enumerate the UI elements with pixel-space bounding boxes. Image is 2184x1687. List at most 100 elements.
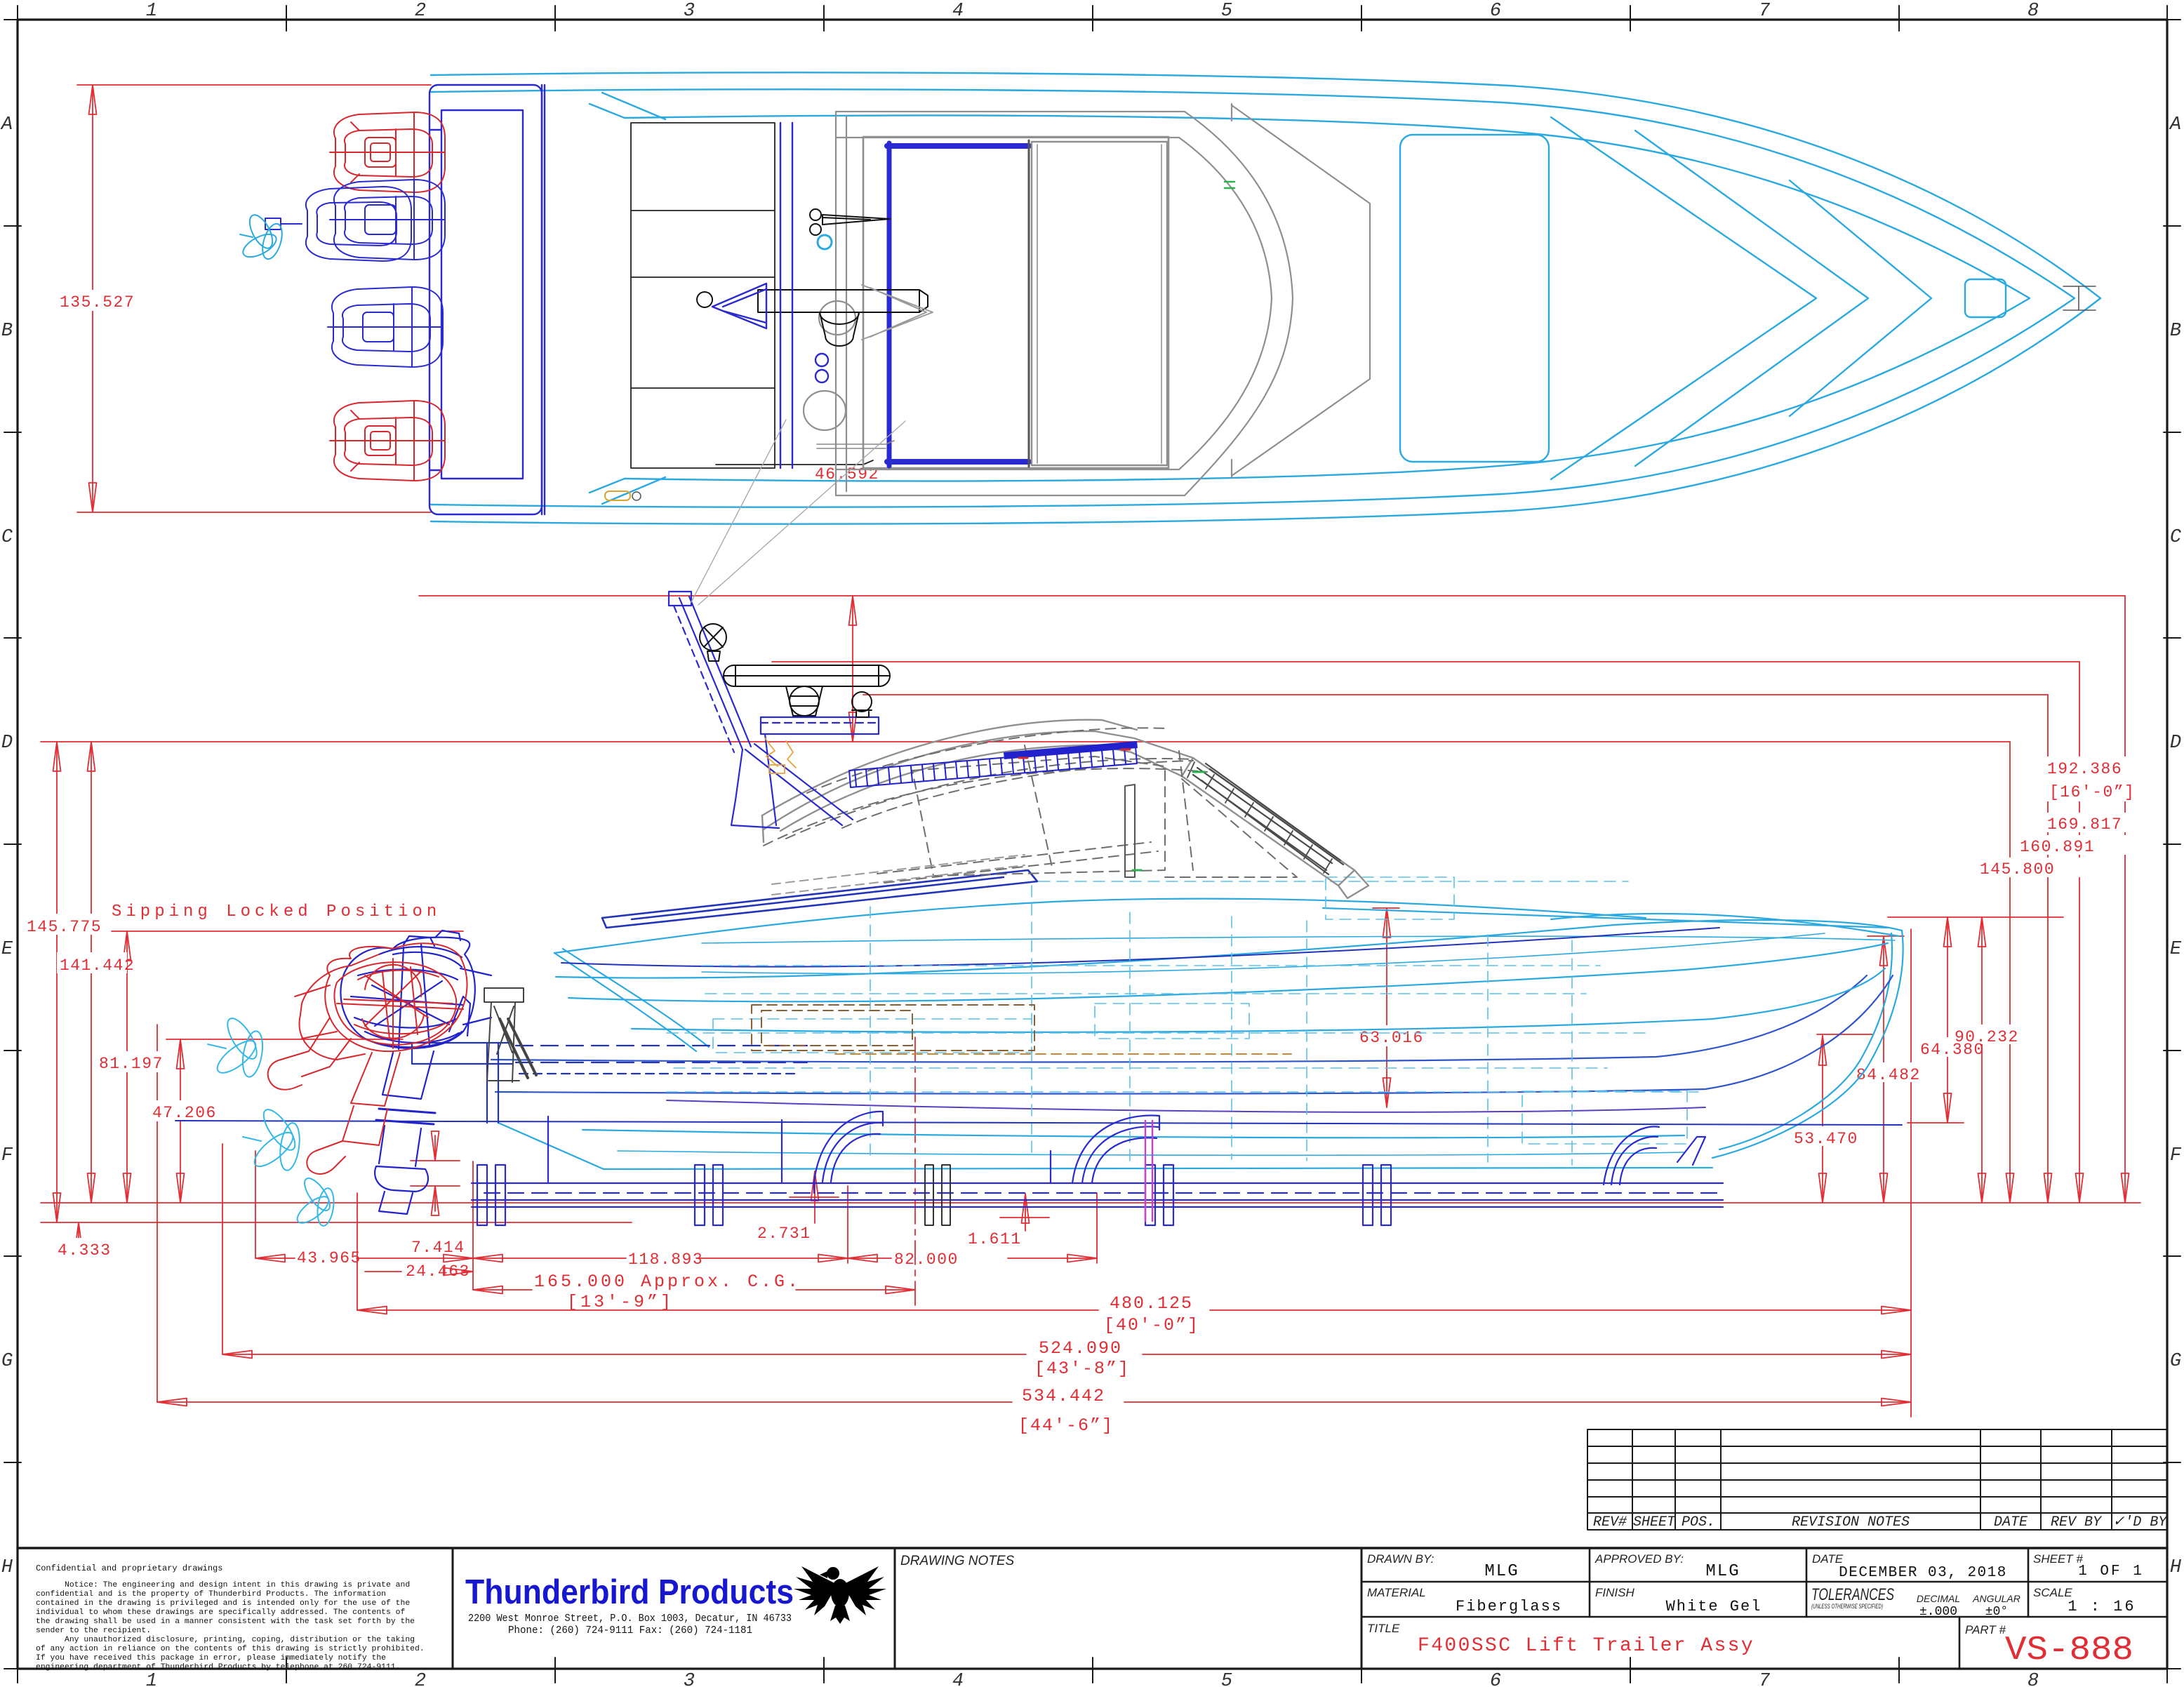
svg-text:G: G — [1, 1351, 13, 1372]
svg-text:the drawing shall be used in a: the drawing shall be used in a manner co… — [36, 1618, 415, 1626]
svg-text:F: F — [1, 1145, 13, 1166]
svg-text:engineering department of Thun: engineering department of Thunderbird Pr… — [36, 1663, 401, 1672]
svg-text:Phone: (260) 724-9111 Fax: (2: Phone: (260) 724-9111 Fax: (260) 724-118… — [508, 1625, 752, 1636]
svg-text:Fiberglass: Fiberglass — [1456, 1598, 1562, 1615]
svg-text:192.386: 192.386 — [2047, 760, 2122, 778]
svg-text:A: A — [2169, 114, 2181, 135]
svg-text:[43'-8”]: [43'-8”] — [1034, 1359, 1130, 1379]
svg-text:TOLERANCES: TOLERANCES — [1811, 1585, 1894, 1604]
svg-text:Sipping Locked Position: Sipping Locked Position — [112, 902, 441, 921]
svg-text:2: 2 — [415, 1, 426, 22]
svg-text:1 OF 1: 1 OF 1 — [2078, 1563, 2144, 1580]
svg-text:F400SSC Lift Trailer Assy: F400SSC Lift Trailer Assy — [1418, 1635, 1754, 1657]
svg-text:DATE: DATE — [1994, 1514, 2028, 1531]
svg-text:Notice: The engineering and d: Notice: The engineering and design inten… — [65, 1581, 410, 1589]
svg-text:Thunderbird Products: Thunderbird Products — [465, 1573, 794, 1611]
svg-text:B: B — [1, 321, 13, 342]
svg-text:MLG: MLG — [1484, 1562, 1519, 1581]
svg-text:5: 5 — [1221, 1671, 1232, 1687]
svg-text:C: C — [1, 527, 13, 548]
svg-text:47.206: 47.206 — [152, 1104, 217, 1122]
svg-text:✓'D BY: ✓'D BY — [2113, 1514, 2169, 1531]
svg-text:B: B — [2170, 321, 2181, 342]
svg-text:2: 2 — [415, 1671, 426, 1687]
svg-text:DECIMAL: DECIMAL — [1917, 1593, 1960, 1604]
svg-text:43.965: 43.965 — [297, 1249, 361, 1267]
svg-text:6: 6 — [1490, 1, 1501, 22]
svg-text:If you have received this pack: If you have received this package in err… — [36, 1654, 386, 1662]
svg-text:3: 3 — [684, 1, 695, 22]
svg-text:6: 6 — [1490, 1671, 1501, 1687]
svg-text:A: A — [0, 114, 13, 135]
svg-text:VS-888: VS-888 — [2005, 1632, 2133, 1669]
svg-text:[13'-9”]: [13'-9”] — [567, 1292, 674, 1312]
svg-text:118.893: 118.893 — [628, 1251, 703, 1269]
svg-text:REV BY: REV BY — [2051, 1514, 2103, 1531]
svg-text:2.731: 2.731 — [757, 1225, 811, 1243]
svg-text:1.611: 1.611 — [968, 1230, 1022, 1248]
svg-text:64.380: 64.380 — [1920, 1041, 1985, 1059]
svg-text:MATERIAL: MATERIAL — [1367, 1586, 1426, 1599]
svg-text:F: F — [2170, 1145, 2182, 1166]
svg-text:165.000 Approx. C.G.: 165.000 Approx. C.G. — [534, 1272, 801, 1292]
svg-text:DECEMBER 03, 2018: DECEMBER 03, 2018 — [1839, 1565, 2007, 1581]
svg-text:1: 1 — [146, 1671, 157, 1687]
svg-text:SHEET: SHEET — [1633, 1514, 1676, 1531]
svg-text:MLG: MLG — [1705, 1562, 1740, 1581]
svg-text:(UNLESS OTHERWISE SPECIFIED): (UNLESS OTHERWISE SPECIFIED) — [1811, 1603, 1883, 1610]
svg-text:SHEET #: SHEET # — [2033, 1552, 2083, 1566]
svg-text:C: C — [2170, 527, 2181, 548]
svg-text:141.442: 141.442 — [60, 956, 135, 975]
svg-text:POS.: POS. — [1682, 1514, 1715, 1531]
svg-text:DRAWN BY:: DRAWN BY: — [1367, 1552, 1434, 1566]
svg-text:90.232: 90.232 — [1955, 1028, 2019, 1046]
svg-text:480.125: 480.125 — [1110, 1293, 1193, 1314]
svg-text:Any unauthorized disclosure, p: Any unauthorized disclosure, printing, c… — [65, 1636, 415, 1644]
svg-text:DRAWING NOTES: DRAWING NOTES — [900, 1554, 1015, 1568]
svg-text:5: 5 — [1221, 1, 1232, 22]
svg-text:53.470: 53.470 — [1794, 1130, 1858, 1148]
svg-text:[44'-6”]: [44'-6”] — [1018, 1415, 1114, 1436]
svg-text:81.197: 81.197 — [99, 1055, 164, 1073]
svg-text:sender to the recipient.: sender to the recipient. — [36, 1627, 151, 1635]
svg-text:7.414: 7.414 — [411, 1239, 465, 1257]
svg-text:Confidential and proprietary d: Confidential and proprietary drawings — [36, 1563, 222, 1573]
svg-text:7: 7 — [1759, 1671, 1771, 1687]
svg-text:4: 4 — [952, 1, 964, 22]
svg-text:1: 1 — [146, 1, 157, 22]
svg-text:REVISION NOTES: REVISION NOTES — [1792, 1514, 1910, 1531]
svg-text:8: 8 — [2027, 1671, 2039, 1687]
svg-text:1 : 16: 1 : 16 — [2068, 1598, 2136, 1615]
svg-text:DATE: DATE — [1812, 1552, 1844, 1566]
svg-text:4.333: 4.333 — [58, 1241, 112, 1260]
svg-text:24.463: 24.463 — [406, 1262, 470, 1281]
svg-text:E: E — [1, 939, 13, 960]
svg-text:8: 8 — [2027, 1, 2039, 22]
svg-text:H: H — [2170, 1557, 2182, 1578]
svg-text:APPROVED BY:: APPROVED BY: — [1594, 1552, 1684, 1566]
svg-text:E: E — [2170, 939, 2182, 960]
svg-text:63.016: 63.016 — [1359, 1029, 1424, 1047]
svg-text:[16'-0”]: [16'-0”] — [2049, 783, 2135, 801]
svg-text:3: 3 — [684, 1671, 695, 1687]
svg-text:2200 West Monroe Street, P.O.: 2200 West Monroe Street, P.O. Box 1003, … — [468, 1613, 792, 1625]
svg-text:524.090: 524.090 — [1039, 1338, 1122, 1359]
svg-text:SCALE: SCALE — [2033, 1586, 2072, 1599]
svg-text:[40'-0”]: [40'-0”] — [1104, 1315, 1199, 1335]
svg-text:±0°: ±0° — [1985, 1605, 2008, 1619]
svg-text:7: 7 — [1759, 1, 1771, 22]
svg-text:145.800: 145.800 — [1980, 860, 2055, 879]
svg-text:White Gel: White Gel — [1666, 1598, 1762, 1615]
svg-text:confidential and is the proper: confidential and is the property of Thun… — [36, 1590, 386, 1599]
svg-text:D: D — [1, 733, 13, 754]
svg-text:TITLE: TITLE — [1367, 1622, 1400, 1635]
svg-text:±.000: ±.000 — [1919, 1605, 1957, 1619]
svg-text:169.817: 169.817 — [2047, 815, 2122, 834]
svg-text:REV#: REV# — [1593, 1514, 1627, 1531]
svg-text:of any action in reliance on t: of any action in reliance on the content… — [36, 1645, 425, 1653]
svg-text:534.442: 534.442 — [1022, 1386, 1105, 1406]
svg-text:PART #: PART # — [1965, 1623, 2006, 1636]
svg-text:82.000: 82.000 — [894, 1251, 959, 1269]
svg-text:FINISH: FINISH — [1595, 1586, 1634, 1599]
svg-text:contained in the drawing is pr: contained in the drawing is privileged a… — [36, 1599, 410, 1608]
